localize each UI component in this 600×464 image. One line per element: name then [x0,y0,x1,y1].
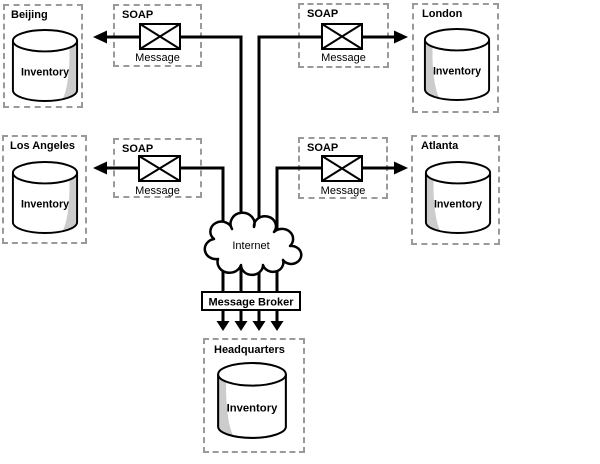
arrowhead-down-icon [234,321,248,331]
los-angeles-label: Los Angeles [10,140,75,152]
beijing-node-box: Beijing Inventory [3,4,83,108]
arrowhead-left-icon [93,161,107,175]
cylinder-shade [218,376,234,436]
internet-label: Internet [232,240,269,252]
cylinder-outline [11,40,79,102]
soap-message-label: Message [321,52,366,64]
soap-box-mid-left: SOAP Message [113,138,202,198]
london-node-box: London Inventory [412,3,499,113]
soap-protocol-label: SOAP [307,142,339,154]
cylinder-top [424,161,492,185]
soap-protocol-label: SOAP [122,9,154,21]
beijing-inventory-cylinder: Inventory [11,29,79,102]
soap-protocol-label: SOAP [122,143,154,155]
cylinder-top [423,28,491,52]
cylinder-shade [62,174,78,232]
beijing-label: Beijing [11,9,48,21]
cylinder-outline [423,39,491,101]
cylinder-outline [11,172,79,234]
arrowhead-right-icon [394,30,408,44]
beijing-db-label: Inventory [21,67,69,79]
cylinder-shade [62,42,78,100]
atlanta-inventory-cylinder: Inventory [424,161,492,234]
message-broker-box [201,291,301,311]
arrowhead-down-icon [216,321,230,331]
cylinder-shade [424,41,440,99]
cylinder-top [217,362,287,387]
headquarters-node-box: Headquarters Inventory [203,338,305,453]
cylinder-top [11,29,79,53]
los-angeles-db-label: Inventory [21,199,69,211]
arrowhead-down-icon [270,321,284,331]
headquarters-label: Headquarters [214,344,285,356]
soap-message-label: Message [135,52,180,64]
los-angeles-inventory-cylinder: Inventory [11,161,79,234]
cylinder-outline [217,374,287,439]
cylinder-shade [425,174,441,232]
headquarters-db-label: Inventory [227,402,278,414]
london-db-label: Inventory [433,66,481,78]
headquarters-inventory-cylinder: Inventory [217,362,287,439]
internet-cloud-icon [203,211,303,277]
atlanta-db-label: Inventory [434,199,482,211]
los-angeles-node-box: Los Angeles Inventory [2,135,87,244]
atlanta-label: Atlanta [421,140,459,152]
london-inventory-cylinder: Inventory [423,28,491,101]
cylinder-top [11,161,79,185]
soap-message-label: Message [135,185,180,197]
message-broker-label: Message Broker [209,297,295,309]
arrowhead-right-icon [394,161,408,175]
cylinder-outline [424,172,492,234]
arrowhead-left-icon [93,30,107,44]
soap-protocol-label: SOAP [307,8,339,20]
london-label: London [422,8,463,20]
soap-message-label: Message [320,185,366,197]
soap-box-mid-right: SOAP Message [298,137,388,199]
soap-box-top-left: SOAP Message [113,4,202,67]
soap-box-top-right: SOAP Message [298,3,389,68]
atlanta-node-box: Atlanta Inventory [411,135,500,245]
broker-output-arrows [216,310,284,331]
arrowhead-down-icon [252,321,266,331]
